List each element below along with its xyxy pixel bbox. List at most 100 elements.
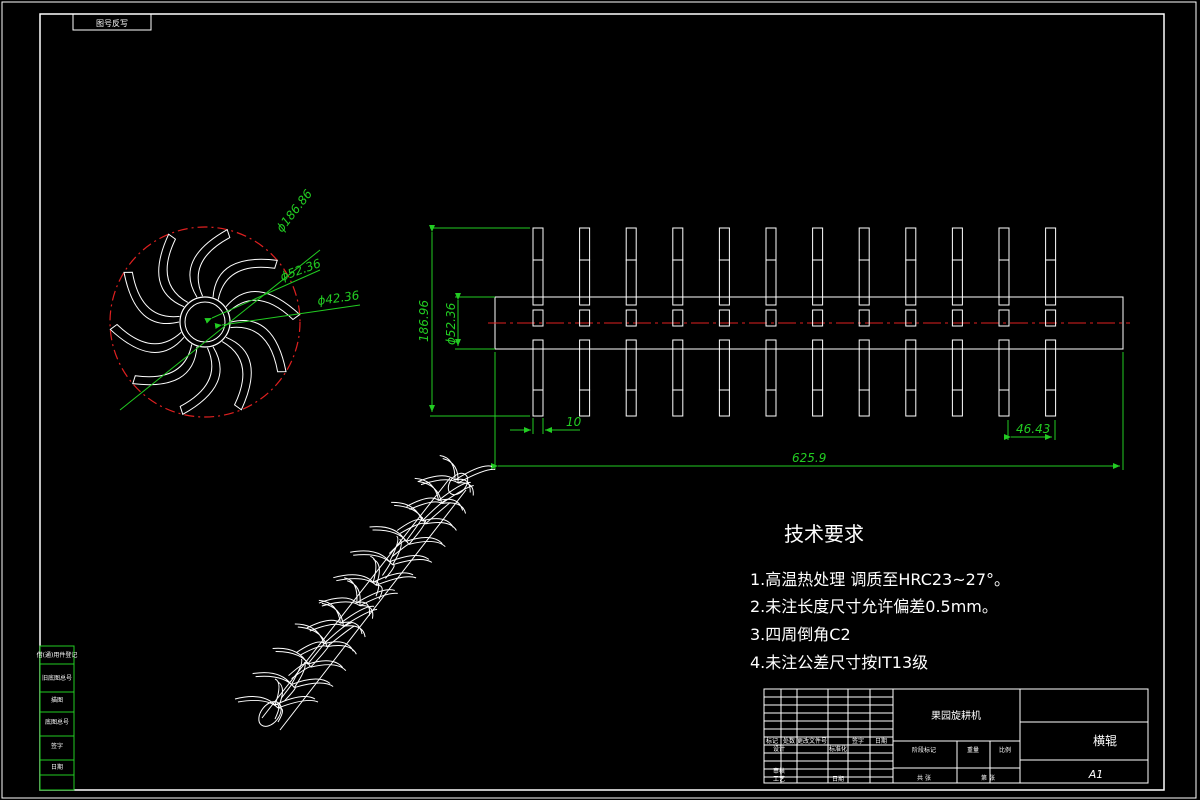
side-blade-group [532, 227, 1057, 417]
side-blade-segment [579, 227, 591, 261]
product-name: 果园旋耕机 [931, 709, 981, 722]
corner-tag-text: 图号反写 [96, 18, 128, 28]
side-blade-segment [905, 227, 917, 261]
side-blade-segment [718, 227, 730, 261]
iso-blade [454, 465, 496, 484]
side-blade-segment [625, 389, 637, 417]
iso-blade [291, 678, 334, 689]
front-hub-dia-label: ϕ52.36 [278, 256, 323, 284]
side-blade-segment [905, 309, 917, 327]
iso-blade [333, 574, 377, 586]
front-blade [230, 320, 287, 373]
front-inner-dia-label: ϕ42.36 [316, 288, 360, 308]
side-blade-segment [718, 389, 730, 417]
side-blade-segment [812, 227, 824, 261]
iso-blade-group [234, 455, 496, 723]
iso-blade [307, 660, 347, 672]
side-blade-segment [672, 339, 684, 391]
side-shaft-dia-label: ϕ52.36 [444, 302, 458, 345]
iso-blade [389, 555, 433, 566]
review-label: 审核 [773, 767, 785, 775]
end-spacing-label: 46.43 [1016, 422, 1050, 436]
iso-blade [340, 605, 378, 627]
front-blade [109, 323, 185, 353]
iso-blade [389, 535, 402, 566]
standard-label: 标准化 [829, 745, 847, 753]
side-blade-segment [765, 309, 777, 327]
side-blade-segment [951, 309, 963, 327]
side-blade-segment [951, 259, 963, 306]
row-label-mark: 标记 [766, 737, 778, 745]
front-blade [158, 233, 189, 308]
side-blade-segment [532, 227, 544, 261]
front-blade [225, 291, 301, 321]
side-blade-segment [951, 339, 963, 391]
iso-blade [422, 518, 457, 531]
side-blade-segment [672, 259, 684, 306]
side-blade-segment [812, 309, 824, 327]
iso-blade [350, 550, 393, 566]
row-label-change-doc: 更改文件号 [797, 737, 827, 745]
side-blade-segment [998, 339, 1010, 391]
side-label-drawing: 描图 [51, 696, 63, 704]
side-blade-segment [1045, 259, 1057, 306]
side-blade-segment [532, 389, 544, 417]
side-blade-segment [905, 259, 917, 306]
iso-blade [406, 497, 442, 510]
side-blade-segment [579, 389, 591, 417]
sheet-no-label: 第 张 [981, 774, 995, 782]
sheet-total-label: 共 张 [917, 774, 931, 782]
hub-circle-inner [184, 301, 226, 343]
side-blade-segment [858, 259, 870, 306]
front-blade [221, 336, 252, 411]
front-blade [212, 258, 278, 300]
iso-blade [272, 647, 312, 668]
iso-blade [370, 555, 380, 586]
tech-item-2: 2.未注长度尺寸允许偏差0.5mm。 [750, 597, 998, 616]
side-blade-segment [672, 309, 684, 327]
side-blade-segment [579, 259, 591, 306]
side-blade-segment [858, 227, 870, 261]
iso-blade [252, 672, 295, 688]
side-blade-segment [672, 227, 684, 261]
side-blade-segment [1045, 389, 1057, 417]
isometric-view [234, 455, 496, 731]
side-blade-segment [532, 339, 544, 391]
design-label: 设计 [773, 745, 785, 753]
iso-blade [274, 678, 283, 709]
side-view: 186.96 ϕ52.36 10 46.43 625.9 [417, 225, 1130, 470]
row-label-date: 日期 [875, 737, 887, 745]
iso-blade [438, 498, 467, 514]
iso-blade [356, 589, 398, 607]
side-blade-segment [905, 389, 917, 417]
front-blade [189, 228, 231, 298]
iso-blade [369, 526, 410, 545]
part-name: 横辊 [1093, 734, 1117, 748]
blade-width-label: 10 [566, 415, 582, 429]
side-blade-segment [718, 339, 730, 391]
row-label-sign: 签字 [852, 737, 864, 745]
side-blade-segment [858, 339, 870, 391]
iso-blade [288, 662, 312, 680]
iso-blade [296, 641, 328, 656]
iso-blade [323, 641, 357, 655]
side-blade-segment [812, 259, 824, 306]
iso-blade [234, 696, 279, 709]
weight-label: 重量 [967, 746, 979, 754]
side-blade-segment [1045, 309, 1057, 327]
overall-length-label: 625.9 [792, 451, 826, 465]
front-blade [132, 344, 198, 386]
side-blade-segment [718, 259, 730, 306]
side-blade-segment [625, 339, 637, 391]
dim-line-inner-dia [214, 304, 361, 329]
side-blade-segment [998, 227, 1010, 261]
side-blade-segment [579, 339, 591, 391]
side-blade-segment [625, 227, 637, 261]
iso-blade [391, 501, 426, 525]
row-label-count: 处数 [783, 737, 795, 745]
side-blade-segment [905, 339, 917, 391]
side-blade-segment [998, 309, 1010, 327]
iso-blade [405, 537, 446, 548]
title-block-frame [763, 688, 1149, 784]
